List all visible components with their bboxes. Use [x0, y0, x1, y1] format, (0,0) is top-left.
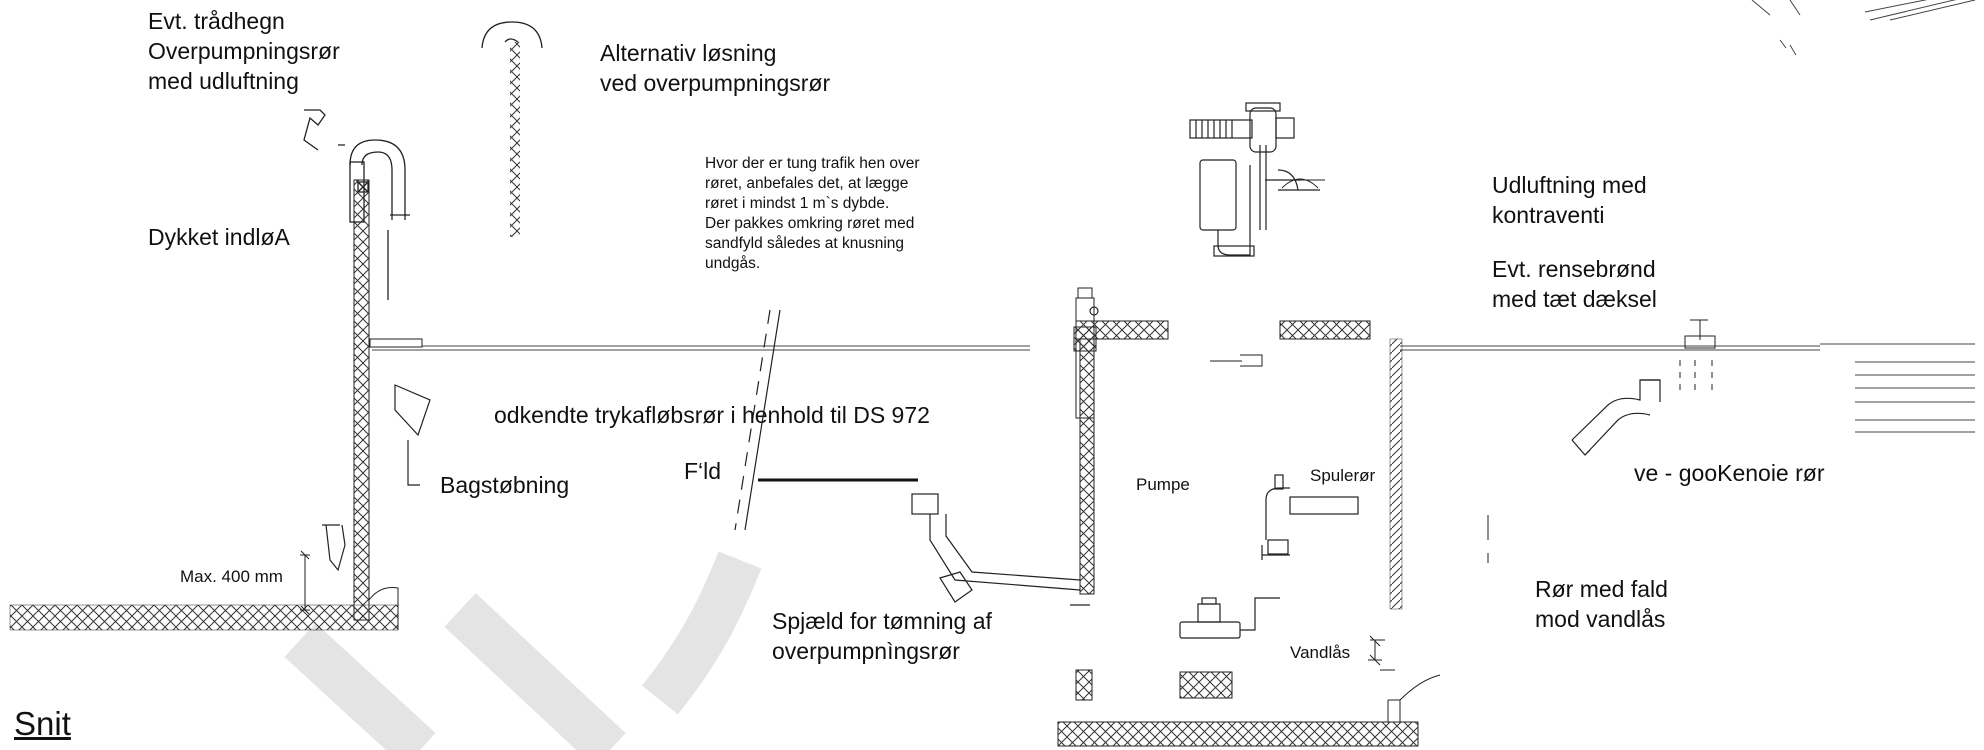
- cover-fitting: [1089, 306, 1263, 367]
- label-fald: F‘ld: [684, 458, 722, 484]
- pump-motor: [1189, 102, 1320, 257]
- label-ror-fald: Rør med fald mod vandlås: [1535, 576, 1668, 632]
- watermark: [284, 551, 762, 750]
- label-udluftning: Udluftning med kontraventi: [1492, 172, 1647, 228]
- label-pumpe: Pumpe: [1136, 475, 1190, 494]
- label-spuleror: Spulerør: [1310, 466, 1376, 485]
- bagstobning-marker: [322, 384, 431, 572]
- spuler-pipe: [1261, 474, 1359, 560]
- label-approved-pipe: ve - gooKenoie rør: [1634, 460, 1825, 486]
- label-trykafloeb: odkendte trykafløbsrør i henhold til DS …: [494, 402, 930, 428]
- label-vandlas: Vandlås: [1290, 643, 1351, 662]
- label-max-400: Max. 400 mm: [180, 567, 283, 586]
- max-400-dimension: [300, 550, 310, 615]
- ground-surface: [372, 0, 1976, 433]
- vent-fitting: [1679, 319, 1716, 390]
- label-rensebrond: Evt. rensebrønd med tæt dæksel: [1492, 256, 1657, 312]
- label-alternative: Alternativ løsning ved overpumpningsrør: [600, 40, 831, 96]
- traffic-pipe-slash: [734, 309, 781, 531]
- vandlas-marks: [1368, 515, 1489, 671]
- pump-shaft: [1057, 287, 1441, 747]
- label-spjaeld: Spjæld for tømning af overpumpnìngsrør: [772, 608, 992, 664]
- label-traffic-note: Hvor der er tung trafik hen over røret, …: [705, 155, 920, 272]
- alternative-vent: [481, 21, 543, 237]
- label-snit: Snit: [14, 705, 71, 742]
- approved-pipe-elbow: [1571, 379, 1661, 456]
- label-dykket: Dykket indløA: [148, 224, 290, 250]
- left-shaft-wall: [9, 179, 423, 631]
- label-bagstobning: Bagstøbning: [440, 472, 570, 498]
- drain-pipe: [911, 493, 1090, 606]
- overpump-pipe: [303, 109, 410, 300]
- label-overpumpning: Evt. trådhegn Overpumpningsrør med udluf…: [148, 8, 340, 94]
- pump-unit: [1179, 597, 1280, 639]
- gauge-fitting: [1281, 178, 1325, 189]
